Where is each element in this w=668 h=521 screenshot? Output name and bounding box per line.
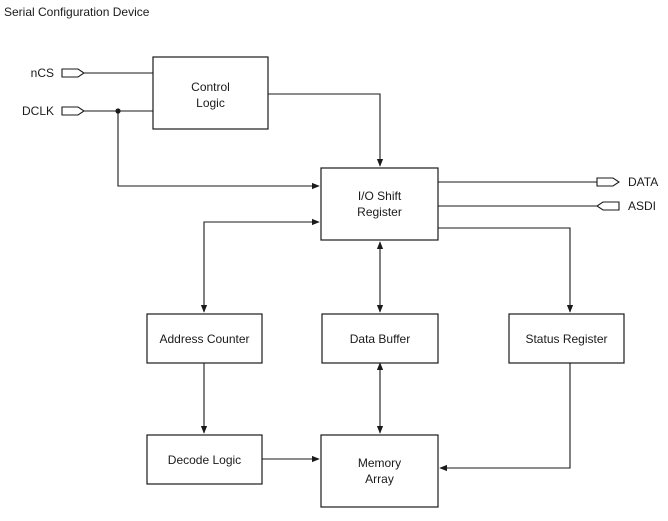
block-memory-array-label-line1: Memory xyxy=(358,456,401,470)
block-address-counter-label: Address Counter xyxy=(159,332,249,346)
block-memory-array-box xyxy=(320,434,439,508)
pin-dclk-label: DCLK xyxy=(22,104,54,118)
block-data-buffer: Data Buffer xyxy=(321,313,439,364)
block-io-shift-register-label-line1: I/O Shift xyxy=(358,189,402,203)
pin-data: DATA xyxy=(596,175,658,189)
block-decode-logic-label: Decode Logic xyxy=(168,453,241,467)
pin-asdi-label: ASDI xyxy=(628,199,656,213)
pin-ncs-symbol xyxy=(61,68,85,78)
pin-asdi: ASDI xyxy=(596,199,656,213)
edge-status-register-memory-array xyxy=(439,363,571,472)
block-control-logic-box xyxy=(152,56,269,130)
block-control-logic: Control Logic xyxy=(152,56,269,130)
block-data-buffer-box xyxy=(321,313,439,364)
block-address-counter: Address Counter xyxy=(146,313,263,364)
edge-io-shift-register-status-register xyxy=(438,227,574,313)
block-status-register-label: Status Register xyxy=(525,332,607,346)
block-control-logic-label-line2: Logic xyxy=(196,96,225,110)
block-memory-array: Memory Array xyxy=(320,434,439,508)
edge-dclk-io-shift-register xyxy=(117,111,320,190)
block-memory-array-label-line2: Array xyxy=(365,472,394,486)
block-status-register-box xyxy=(508,313,625,364)
pin-asdi-symbol xyxy=(596,201,620,211)
pin-dclk-symbol xyxy=(61,106,85,116)
block-io-shift-register-box xyxy=(320,167,439,241)
edge-io-shift-register-address-counter xyxy=(200,218,320,313)
block-decode-logic-box xyxy=(146,434,263,485)
diagram-title: Serial Configuration Device xyxy=(4,5,150,19)
block-decode-logic: Decode Logic xyxy=(146,434,263,485)
pin-dclk: DCLK xyxy=(22,104,85,118)
pin-data-symbol xyxy=(596,177,620,187)
block-control-logic-label-line1: Control xyxy=(191,80,230,94)
pin-ncs: nCS xyxy=(31,66,85,80)
block-io-shift-register-label-line2: Register xyxy=(357,205,402,219)
block-io-shift-register: I/O Shift Register xyxy=(320,167,439,241)
edge-control-logic-io-shift-register xyxy=(268,93,384,167)
block-address-counter-box xyxy=(146,313,263,364)
block-data-buffer-label: Data Buffer xyxy=(350,332,410,346)
dclk-junction-dot xyxy=(115,108,121,114)
pin-data-label: DATA xyxy=(628,175,658,189)
pin-ncs-label: nCS xyxy=(31,66,54,80)
block-status-register: Status Register xyxy=(508,313,625,364)
